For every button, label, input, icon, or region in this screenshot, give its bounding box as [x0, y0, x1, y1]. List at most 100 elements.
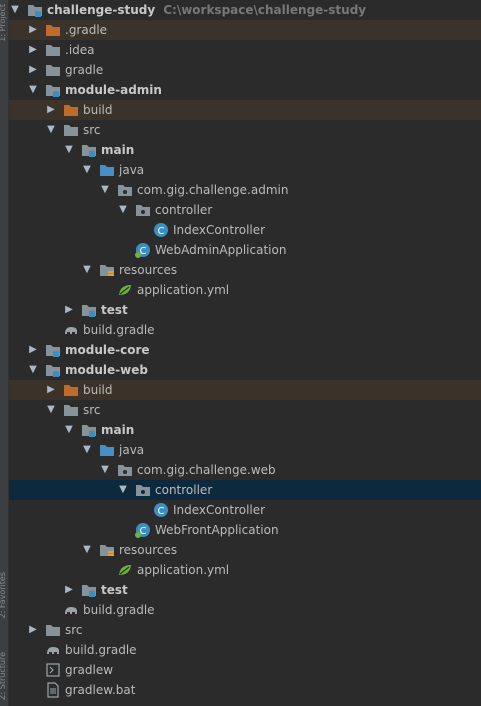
module-folder-icon [81, 142, 97, 158]
favorites-tool-tab[interactable]: 2: Favorites [0, 572, 7, 619]
tree-row[interactable]: application.yml [9, 560, 481, 580]
collapse-arrow-icon[interactable]: ▼ [83, 264, 91, 275]
tree-row[interactable]: ▶ module-core [9, 340, 481, 360]
tree-row[interactable]: build.gradle [9, 640, 481, 660]
svg-text:C: C [140, 246, 147, 257]
module-folder-icon [45, 82, 61, 98]
tree-row[interactable]: ▼ controller [9, 200, 481, 220]
collapse-arrow-icon[interactable]: ▼ [83, 544, 91, 555]
tree-row[interactable]: ▼ com.gig.challenge.web [9, 460, 481, 480]
resources-folder-icon [99, 262, 115, 278]
tree-row[interactable]: gradlew [9, 660, 481, 680]
tree-row[interactable]: C WebFrontApplication [9, 520, 481, 540]
collapse-arrow-icon[interactable]: ▼ [29, 84, 37, 95]
expand-arrow-icon[interactable]: ▶ [29, 64, 37, 75]
tree-item-label: test [101, 583, 128, 597]
tree-row[interactable]: application.yml [9, 280, 481, 300]
text-file-icon [45, 682, 61, 698]
collapse-arrow-icon[interactable]: ▼ [119, 484, 127, 495]
structure-tool-tab[interactable]: Z: Structure [0, 652, 7, 700]
tree-row[interactable]: gradlew.bat [9, 680, 481, 700]
excluded-folder-icon [45, 22, 61, 38]
collapse-arrow-icon[interactable]: ▼ [29, 364, 37, 375]
collapse-arrow-icon[interactable]: ▼ [101, 184, 109, 195]
collapse-arrow-icon[interactable]: ▼ [65, 424, 73, 435]
tree-row[interactable]: ▼ com.gig.challenge.admin [9, 180, 481, 200]
tree-item-label: IndexController [173, 223, 266, 237]
tree-row-selected[interactable]: ▼ controller [9, 480, 481, 500]
excluded-folder-icon [63, 382, 79, 398]
tree-item-label: build.gradle [83, 603, 155, 617]
tree-row[interactable]: build.gradle [9, 320, 481, 340]
collapse-arrow-icon[interactable]: ▼ [119, 204, 127, 215]
project-tool-tab[interactable]: 1: Project [0, 4, 7, 42]
spring-boot-class-icon: C [135, 522, 151, 538]
tree-row[interactable]: ▶ .gradle [9, 20, 481, 40]
tree-row[interactable]: C WebAdminApplication [9, 240, 481, 260]
tree-item-label: build.gradle [83, 323, 155, 337]
tree-item-label: src [83, 403, 101, 417]
tree-item-label: WebFrontApplication [155, 523, 279, 537]
tree-row[interactable]: ▶ .idea [9, 40, 481, 60]
module-folder-icon [45, 362, 61, 378]
spring-boot-class-icon: C [135, 242, 151, 258]
tree-row[interactable]: ▶ gradle [9, 60, 481, 80]
tree-row[interactable]: ▶ build [9, 100, 481, 120]
root-path: C:\workspace\challenge-study [163, 3, 367, 17]
tree-row[interactable]: C IndexController [9, 220, 481, 240]
tree-row[interactable]: ▶ src [9, 620, 481, 640]
spring-config-icon [117, 282, 133, 298]
tree-row[interactable]: ▶ build [9, 380, 481, 400]
tree-item-label: gradlew.bat [65, 683, 136, 697]
tree-item-label: java [119, 163, 145, 177]
collapse-arrow-icon[interactable]: ▼ [11, 4, 19, 15]
expand-arrow-icon[interactable]: ▶ [29, 24, 37, 35]
tool-window-strip: 1: Project 2: Favorites Z: Structure [0, 0, 9, 706]
tree-item-label: application.yml [137, 283, 230, 297]
folder-icon [45, 62, 61, 78]
collapse-arrow-icon[interactable]: ▼ [65, 144, 73, 155]
tree-row[interactable]: ▼ resources [9, 540, 481, 560]
collapse-arrow-icon[interactable]: ▼ [47, 124, 55, 135]
tree-row[interactable]: ▼ main [9, 420, 481, 440]
expand-arrow-icon[interactable]: ▶ [65, 584, 73, 595]
tree-row[interactable]: ▼ src [9, 400, 481, 420]
tree-row[interactable]: ▶ test [9, 300, 481, 320]
tree-row[interactable]: ▼ module-web [9, 360, 481, 380]
tree-item-label: main [101, 423, 135, 437]
svg-text:C: C [158, 226, 165, 237]
tree-item-label: build.gradle [65, 643, 137, 657]
tree-row[interactable]: ▶ test [9, 580, 481, 600]
expand-arrow-icon[interactable]: ▶ [65, 304, 73, 315]
tree-item-label: gradle [65, 63, 104, 77]
resources-folder-icon [99, 542, 115, 558]
collapse-arrow-icon[interactable]: ▼ [83, 164, 91, 175]
expand-arrow-icon[interactable]: ▶ [29, 344, 37, 355]
tree-row[interactable]: ▼ java [9, 440, 481, 460]
tree-row[interactable]: ▼ module-admin [9, 80, 481, 100]
root-label: challenge-study [47, 3, 156, 17]
expand-arrow-icon[interactable]: ▶ [47, 104, 55, 115]
tree-item-label: resources [119, 543, 178, 557]
expand-arrow-icon[interactable]: ▶ [29, 44, 37, 55]
svg-text:C: C [140, 526, 147, 537]
collapse-arrow-icon[interactable]: ▼ [101, 464, 109, 475]
folder-icon [63, 402, 79, 418]
tree-row[interactable]: ▼ resources [9, 260, 481, 280]
collapse-arrow-icon[interactable]: ▼ [47, 404, 55, 415]
tree-row[interactable]: ▼ java [9, 160, 481, 180]
tree-item-label: .idea [65, 43, 95, 57]
source-folder-icon [99, 162, 115, 178]
tree-row[interactable]: C IndexController [9, 500, 481, 520]
tree-item-label: build [83, 383, 113, 397]
collapse-arrow-icon[interactable]: ▼ [83, 444, 91, 455]
tree-row[interactable]: ▼ src [9, 120, 481, 140]
tree-root-row[interactable]: ▼ challenge-study C:\workspace\challenge-… [9, 0, 481, 20]
tree-row[interactable]: build.gradle [9, 600, 481, 620]
tree-row[interactable]: ▼ main [9, 140, 481, 160]
package-icon [117, 462, 133, 478]
package-icon [135, 202, 151, 218]
expand-arrow-icon[interactable]: ▶ [29, 624, 37, 635]
tree-item-label: src [83, 123, 101, 137]
expand-arrow-icon[interactable]: ▶ [47, 384, 55, 395]
